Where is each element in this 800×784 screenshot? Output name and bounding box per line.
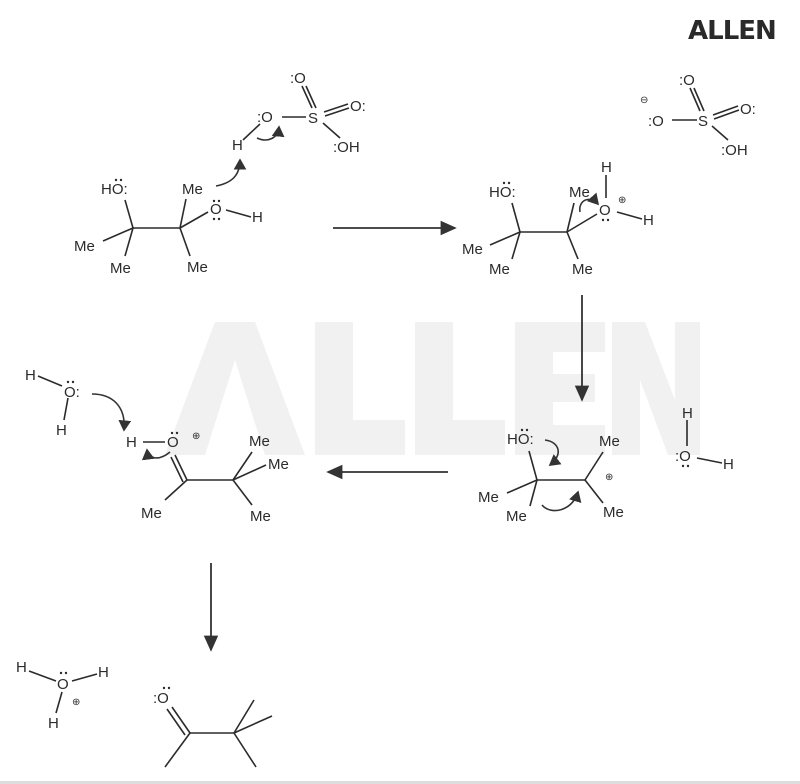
methyl-label: Me: [74, 238, 95, 255]
electron-arrow: [215, 158, 247, 187]
electron-arrow: [579, 192, 600, 213]
hydrogen-label: H: [56, 422, 67, 439]
hydroxyl-label: HO:: [489, 184, 516, 201]
oxygen-label: :O: [648, 113, 664, 130]
hydroxyl-label: :OH: [333, 139, 360, 156]
oxonium-label: O: [599, 202, 611, 219]
hydronium-oxygen-label: O: [57, 676, 69, 693]
methyl-label: Me: [249, 433, 270, 450]
methyl-label: Me: [462, 241, 483, 258]
hydrogen-label: H: [723, 456, 734, 473]
methyl-label: Me: [141, 505, 162, 522]
hydrogen-label: H: [601, 159, 612, 176]
methyl-label: Me: [599, 433, 620, 450]
sulfur-label: S: [698, 113, 708, 130]
hydrogen-label: H: [16, 659, 27, 676]
oxygen-label: :O: [257, 109, 273, 126]
oxygen-label: O:: [740, 101, 756, 118]
oxygen-label: O:: [64, 384, 80, 401]
methyl-label: Me: [268, 456, 289, 473]
methyl-shift-arrow: [541, 490, 582, 512]
oxonium-label: O: [167, 434, 179, 451]
oxygen-label: O:: [350, 98, 366, 115]
ketone-oxygen-label: :O: [153, 690, 169, 707]
step5-products: H O H H ⊕ :O: [16, 659, 273, 768]
hydrogen-label: H: [48, 715, 59, 732]
electron-arrow: [256, 125, 285, 141]
oxygen-label: :O: [290, 70, 306, 87]
oxygen-label: :O: [679, 72, 695, 89]
positive-charge: ⊕: [618, 195, 626, 206]
hydroxyl-label: :OH: [721, 142, 748, 159]
step4-protonated-ketone: H O ⊕ Me Me Me Me H O: H: [25, 367, 289, 525]
hydroxyl-label: HO:: [101, 181, 128, 198]
methyl-label: Me: [603, 504, 624, 521]
methyl-label: Me: [572, 261, 593, 278]
methyl-label: Me: [187, 259, 208, 276]
electron-arrow: [91, 393, 132, 432]
negative-charge: ⊖: [640, 95, 648, 106]
positive-charge: ⊕: [72, 697, 80, 708]
methyl-label: Me: [478, 489, 499, 506]
step3-carbocation: HO: Me Me Me Me ⊕ H :O H: [478, 405, 734, 525]
hydrogen-label: H: [643, 212, 654, 229]
watermark: [165, 322, 700, 455]
bottom-border: [0, 781, 800, 784]
electron-arrow: [544, 439, 562, 466]
electron-arrow: [141, 448, 171, 461]
positive-charge: ⊕: [192, 431, 200, 442]
hydroxyl-label: HO:: [507, 431, 534, 448]
oxygen-label: O: [210, 201, 222, 218]
hydrogen-label: H: [682, 405, 693, 422]
allen-logo: ALLEN: [688, 16, 776, 46]
methyl-label: Me: [489, 261, 510, 278]
oxygen-label: :O: [675, 448, 691, 465]
step1-pinacol: HO: Me Me Me Me O H H :O S :O O: :OH: [74, 70, 366, 277]
methyl-label: Me: [110, 260, 131, 277]
methyl-label: Me: [182, 181, 203, 198]
methyl-label: Me: [569, 184, 590, 201]
hydrogen-label: H: [25, 367, 36, 384]
hydrogen-label: H: [126, 434, 137, 451]
hydrogen-label: H: [252, 209, 263, 226]
step2-protonated: HO: Me Me Me Me O ⊕ H H ⊖ :O S :O O: :OH: [462, 72, 756, 278]
acid-hydrogen-label: H: [232, 137, 243, 154]
hydrogen-label: H: [98, 664, 109, 681]
sulfur-label: S: [308, 110, 318, 127]
methyl-label: Me: [250, 508, 271, 525]
methyl-label: Me: [506, 508, 527, 525]
positive-charge: ⊕: [605, 472, 613, 483]
